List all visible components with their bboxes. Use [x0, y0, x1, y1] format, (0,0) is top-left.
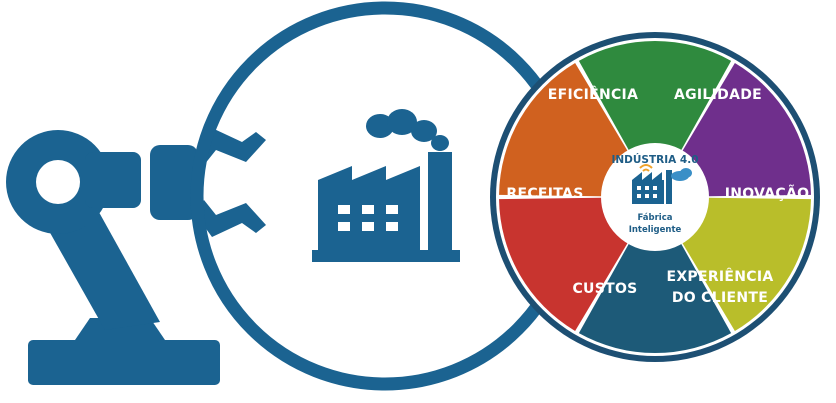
segment-label-experiencia-2: DO CLIENTE: [672, 290, 768, 306]
center-title: INDÚSTRIA 4.0: [611, 153, 698, 166]
center-subtitle-line1: Fábrica: [637, 213, 672, 223]
segment-label-inovacao: INOVAÇÃO: [725, 185, 810, 202]
segment-label-experiencia-1: EXPERIÊNCIA: [666, 268, 773, 285]
robot-arm-icon: [6, 128, 266, 385]
center-subtitle-line2: Inteligente: [629, 225, 682, 235]
segment-label-eficiencia: EFICIÊNCIA: [548, 86, 638, 103]
segment-labels: EFICIÊNCIA AGILIDADE INOVAÇÃO EXPERIÊNCI…: [506, 86, 809, 306]
segment-label-custos: CUSTOS: [572, 281, 637, 297]
segment-label-receitas: RECEITAS: [506, 186, 583, 202]
segment-eficiencia: [578, 40, 732, 197]
factory-icon: [312, 109, 460, 262]
segment-label-agilidade: AGILIDADE: [674, 87, 762, 103]
smart-factory-icon: [632, 164, 692, 204]
segment-experiencia: [578, 197, 732, 354]
